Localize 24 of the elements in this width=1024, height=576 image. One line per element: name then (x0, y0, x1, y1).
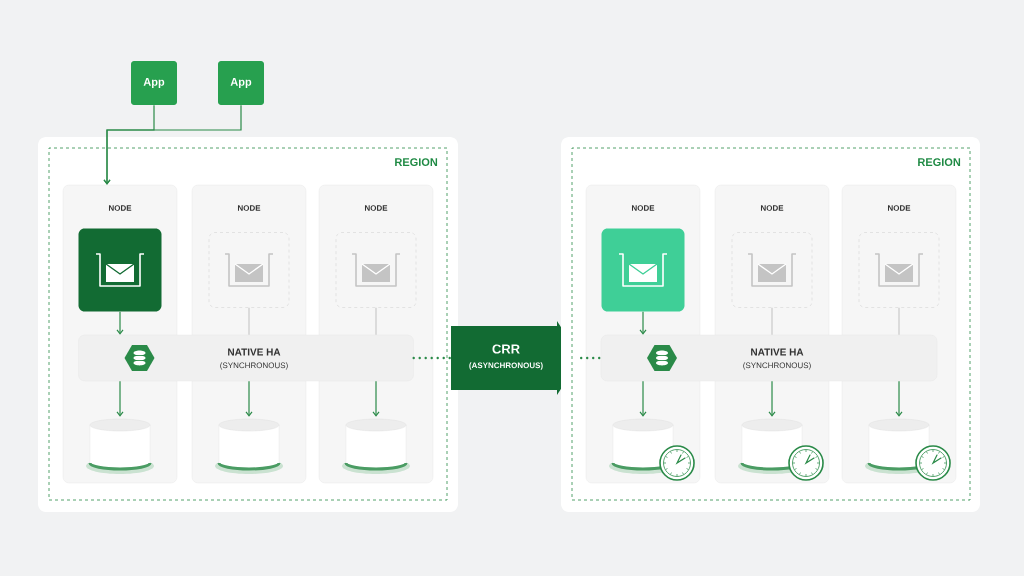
queue-box (858, 232, 940, 308)
connector (372, 380, 380, 417)
connector (639, 311, 647, 335)
queue-box (78, 228, 162, 312)
connector (103, 104, 242, 185)
connector (768, 380, 776, 417)
replication-band: NATIVE HA (SYNCHRONOUS) (600, 334, 938, 382)
app-box: App (218, 61, 264, 105)
queue-box (731, 232, 813, 308)
database-cylinder (86, 418, 154, 474)
queue-box (208, 232, 290, 308)
database-cylinder (342, 418, 410, 474)
connector (245, 380, 253, 417)
connector (412, 356, 452, 360)
connector (116, 311, 124, 335)
queue-box (601, 228, 685, 312)
connector (639, 380, 647, 417)
connector (116, 380, 124, 417)
connector (895, 380, 903, 417)
app-box: App (131, 61, 177, 105)
replication-band: NATIVE HA (SYNCHRONOUS) (78, 334, 414, 382)
queue-box (335, 232, 417, 308)
database-cylinder (215, 418, 283, 474)
connector (580, 356, 602, 360)
